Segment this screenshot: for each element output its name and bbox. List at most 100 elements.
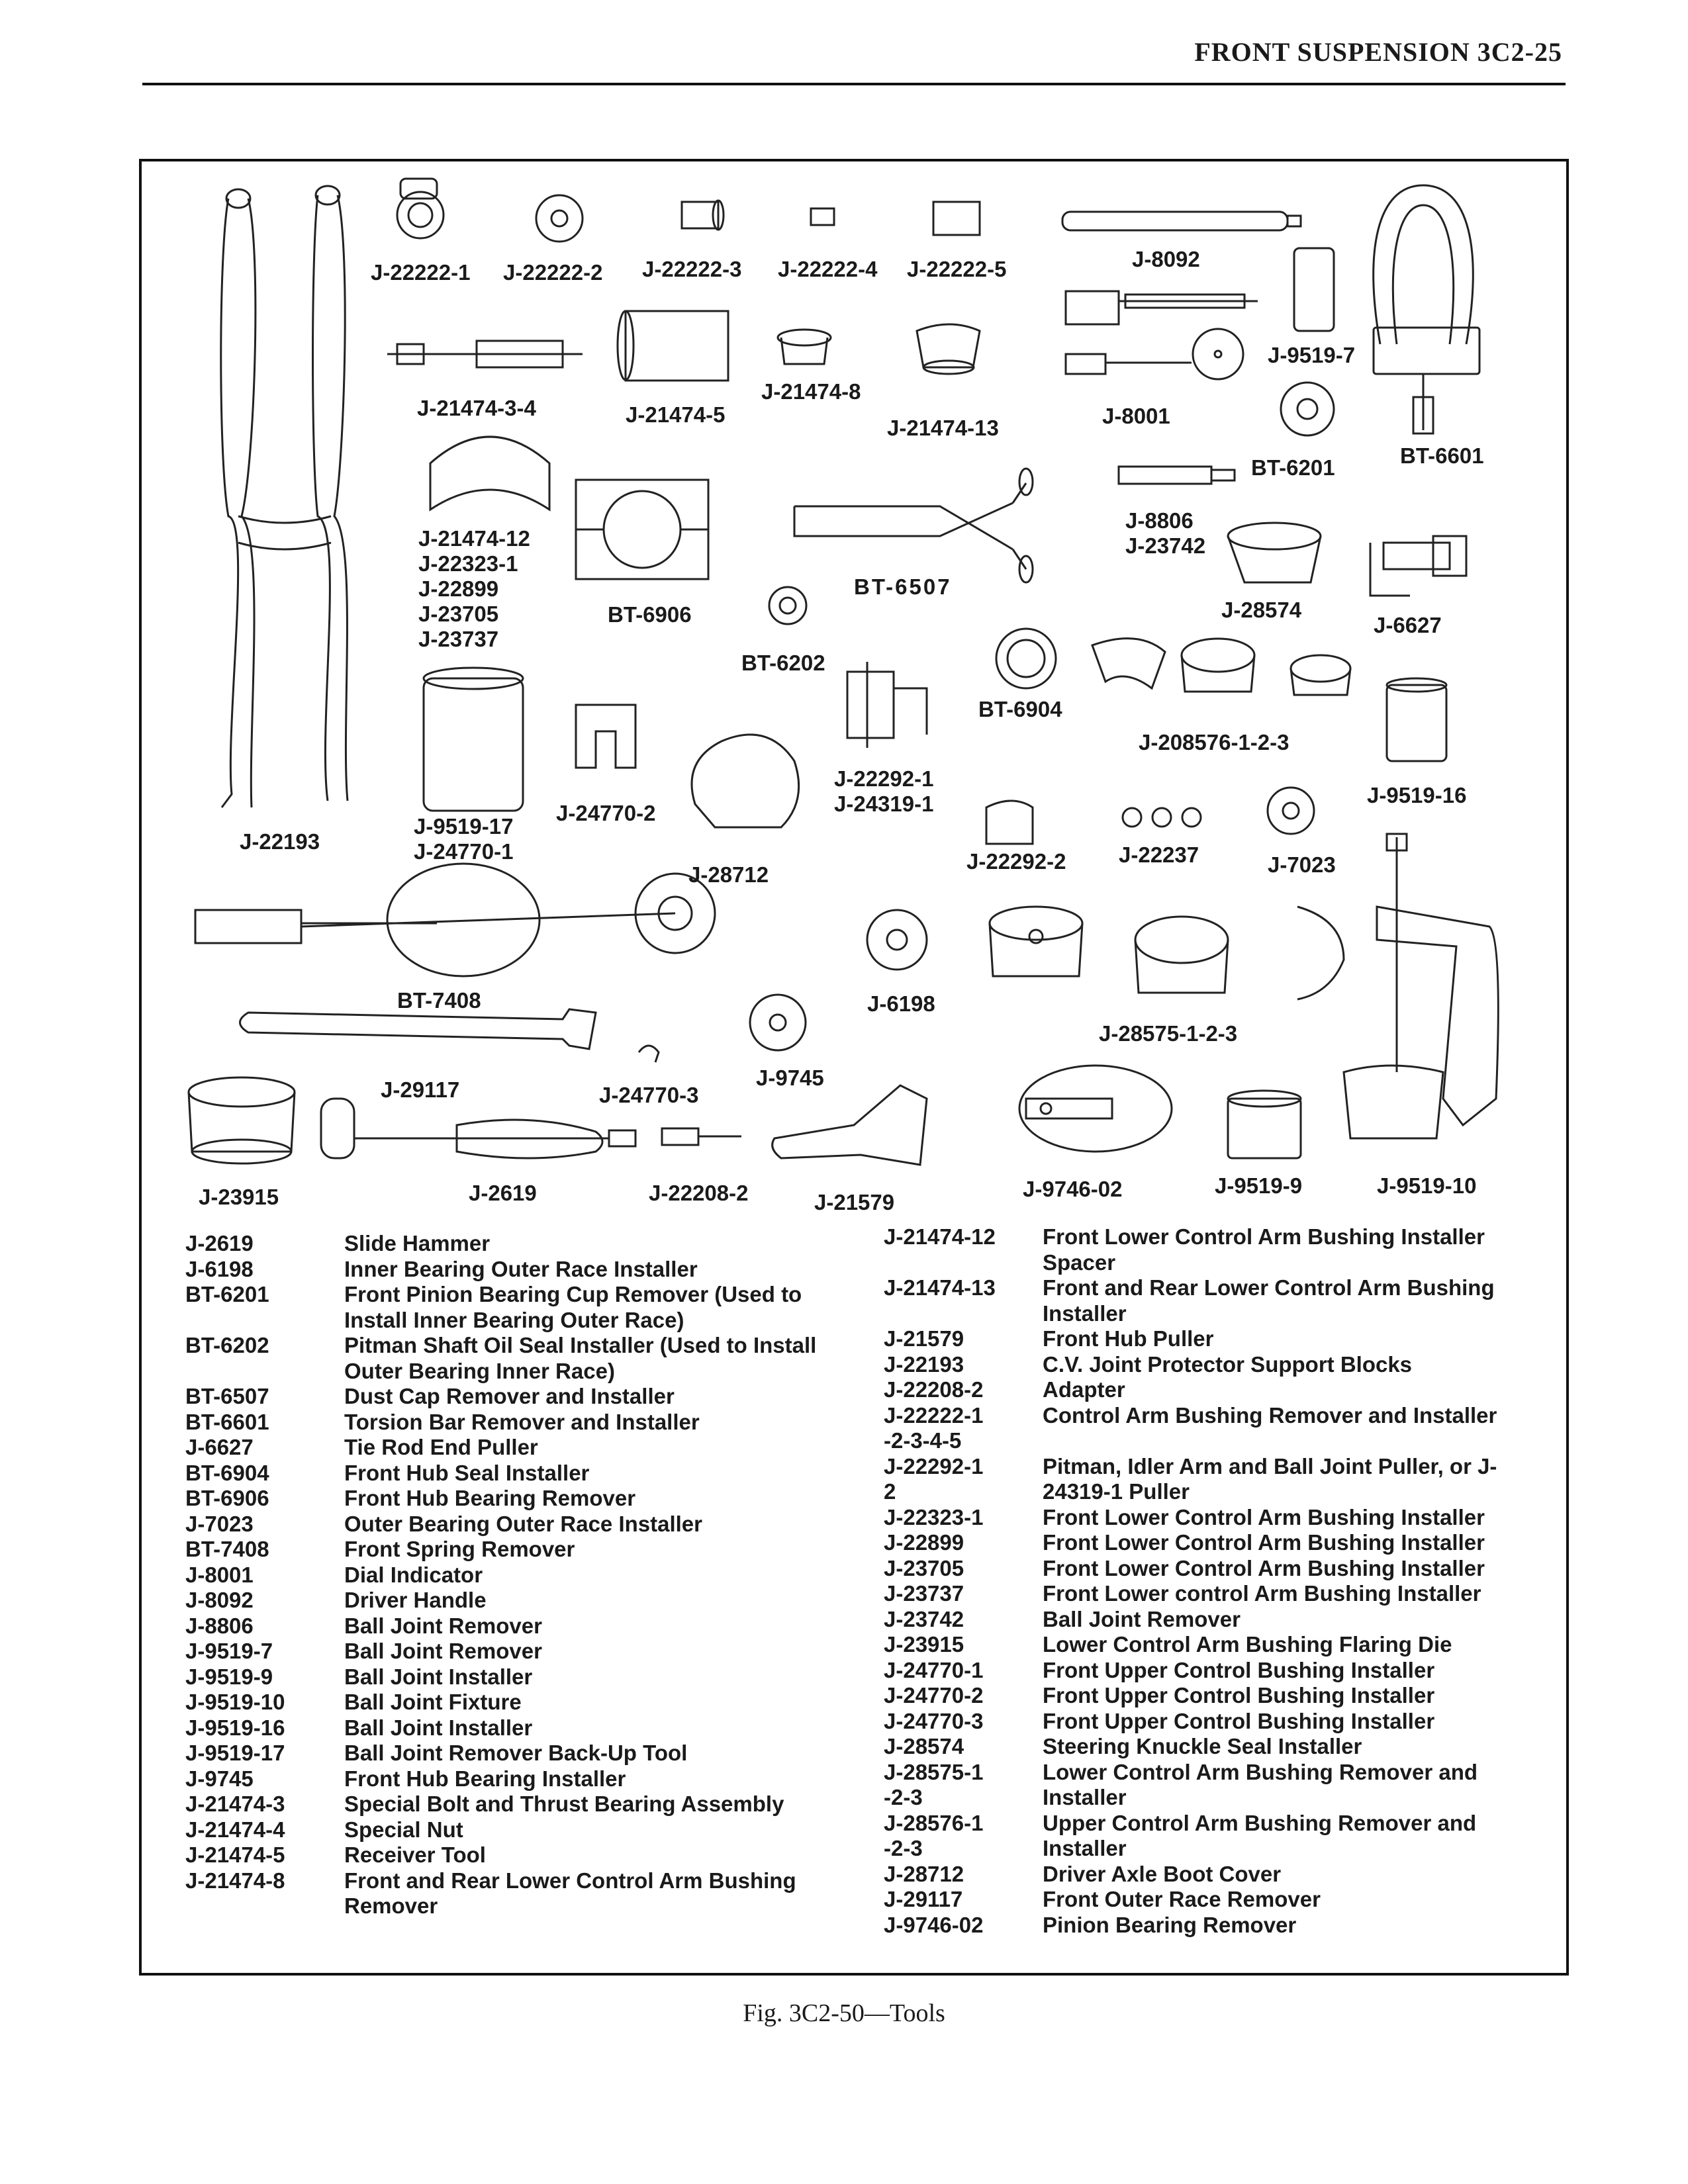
bt-6507-illustration	[794, 469, 1033, 582]
label-bt-6202: BT-6202	[741, 651, 825, 675]
tool-description: Slide Hammer	[344, 1231, 491, 1255]
tool-row: J-7023 Outer Bearing Outer Race Installer	[185, 1512, 821, 1537]
tool-description: Front Hub Bearing Installer	[344, 1766, 626, 1791]
tool-description: Front Hub Puller	[1043, 1326, 1214, 1351]
tool-description: Front and Rear Lower Control Arm Bushing…	[1043, 1275, 1495, 1326]
tool-number: J-29117	[884, 1887, 963, 1911]
label-j-22222-1: J-22222-1	[371, 260, 471, 285]
tool-description: Pitman Shaft Oil Seal Installer (Used to…	[344, 1333, 817, 1383]
tool-number: J-9745	[185, 1766, 254, 1791]
tool-description: Lower Control Arm Bushing Flaring Die	[1043, 1632, 1452, 1657]
tool-number: BT-6202	[185, 1333, 269, 1357]
j-9746-02-illustration	[1019, 1066, 1172, 1152]
tool-number: J-2619	[185, 1231, 254, 1255]
j-8806-illustration	[1119, 467, 1235, 484]
j-8001-illustration	[1066, 291, 1258, 379]
j-22208-2-illustration	[662, 1128, 741, 1145]
j-24770-2-illustration	[576, 705, 635, 768]
label-bt-6601: BT-6601	[1400, 443, 1484, 468]
tool-description: Tie Rod End Puller	[344, 1435, 538, 1459]
tool-number: J-6198	[185, 1256, 254, 1281]
tool-number: J-8092	[185, 1588, 254, 1612]
tool-number: J-24770-1	[884, 1657, 984, 1682]
tool-number: J-9519-10	[185, 1690, 285, 1714]
tool-description: Ball Joint Remover	[344, 1639, 542, 1663]
bt-6202-illustration	[769, 587, 806, 624]
tool-description: Front Lower Control Arm Bushing Installe…	[1043, 1530, 1485, 1555]
j-9519-17-illustration	[424, 668, 523, 811]
label-j-22222-5: J-22222-5	[907, 257, 1007, 281]
label-j-24770-2: J-24770-2	[556, 801, 656, 825]
tool-description: Lower Control Arm Bushing Remover and In…	[1043, 1759, 1478, 1810]
tool-number: J-22323-1	[884, 1504, 984, 1529]
tool-row: J-2619 Slide Hammer	[185, 1231, 821, 1257]
tool-description: Front Upper Control Bushing Installer	[1043, 1657, 1435, 1682]
tool-description: Outer Bearing Outer Race Installer	[344, 1511, 703, 1536]
label-j-29117: J-29117	[381, 1077, 460, 1102]
tool-number: J-9746-02	[884, 1912, 984, 1937]
j-22292-1-illustration	[847, 662, 927, 748]
label-j-21474-12-group: J-21474-12 J-22323-1 J-22899 J-23705 J-2…	[418, 526, 530, 651]
label-j-8092: J-8092	[1132, 247, 1200, 271]
tool-number: J-8001	[185, 1562, 254, 1587]
label-j-21474-13: J-21474-13	[887, 416, 999, 440]
tool-description: C.V. Joint Protector Support Blocks	[1043, 1351, 1413, 1377]
bt-6904-illustration	[996, 629, 1056, 688]
tool-description: Front Upper Control Bushing Installer	[1043, 1683, 1435, 1707]
tool-number: J-24770-2	[884, 1683, 984, 1707]
tool-number: J-22292-1 2	[884, 1453, 984, 1504]
j-9519-9-illustration	[1228, 1091, 1301, 1158]
tool-number: J-21579	[884, 1326, 964, 1351]
tool-description: Upper Control Arm Bushing Remover and In…	[1043, 1810, 1477, 1861]
j-22222-bushings	[397, 179, 980, 242]
tool-number: J-7023	[185, 1511, 254, 1536]
j-7023-illustration	[1268, 788, 1314, 834]
tool-row: J-22208-2 Adapter	[884, 1377, 1536, 1403]
header-rule	[142, 83, 1566, 85]
label-j-8001: J-8001	[1102, 404, 1170, 428]
tool-number: J-22208-2	[884, 1377, 984, 1402]
tool-description: Ball Joint Fixture	[344, 1690, 522, 1714]
tool-description: Inner Bearing Outer Race Installer	[344, 1256, 698, 1281]
label-j-6627: J-6627	[1374, 613, 1442, 637]
bt-6601-illustration	[1374, 185, 1479, 433]
label-j-22222-4: J-22222-4	[778, 257, 878, 281]
tool-description: Front Lower Control Arm Bushing Installe…	[1043, 1224, 1485, 1275]
tool-number: BT-6507	[185, 1384, 269, 1408]
tool-number: J-24770-3	[884, 1708, 984, 1733]
tool-description: Torsion Bar Remover and Installer	[344, 1409, 700, 1434]
bt-7408-illustration	[195, 864, 715, 976]
j-21474-8-illustration	[778, 330, 831, 364]
tool-description: Adapter	[1043, 1377, 1125, 1402]
label-j-9519-17-group: J-9519-17 J-24770-1	[414, 814, 514, 864]
j-21474-12-illustration	[430, 437, 549, 510]
tool-description: Steering Knuckle Seal Installer	[1043, 1734, 1362, 1758]
tool-number: J-28575-1 -2-3	[884, 1759, 984, 1810]
tool-number: BT-6201	[185, 1282, 269, 1306]
j-24770-3-illustration	[639, 1046, 659, 1062]
tool-description: Dial Indicator	[344, 1562, 483, 1587]
tool-description: Front Pinion Bearing Cup Remover (Used t…	[344, 1282, 802, 1332]
tool-description: Front Hub Bearing Remover	[344, 1486, 636, 1510]
tool-number: J-21474-5	[185, 1843, 285, 1867]
tool-number: J-9519-9	[185, 1664, 273, 1689]
label-j-28712: J-28712	[688, 862, 769, 887]
label-j-22222-2: J-22222-2	[503, 260, 603, 285]
label-j-9519-9: J-9519-9	[1215, 1173, 1303, 1198]
tool-number: J-28574	[884, 1734, 964, 1758]
